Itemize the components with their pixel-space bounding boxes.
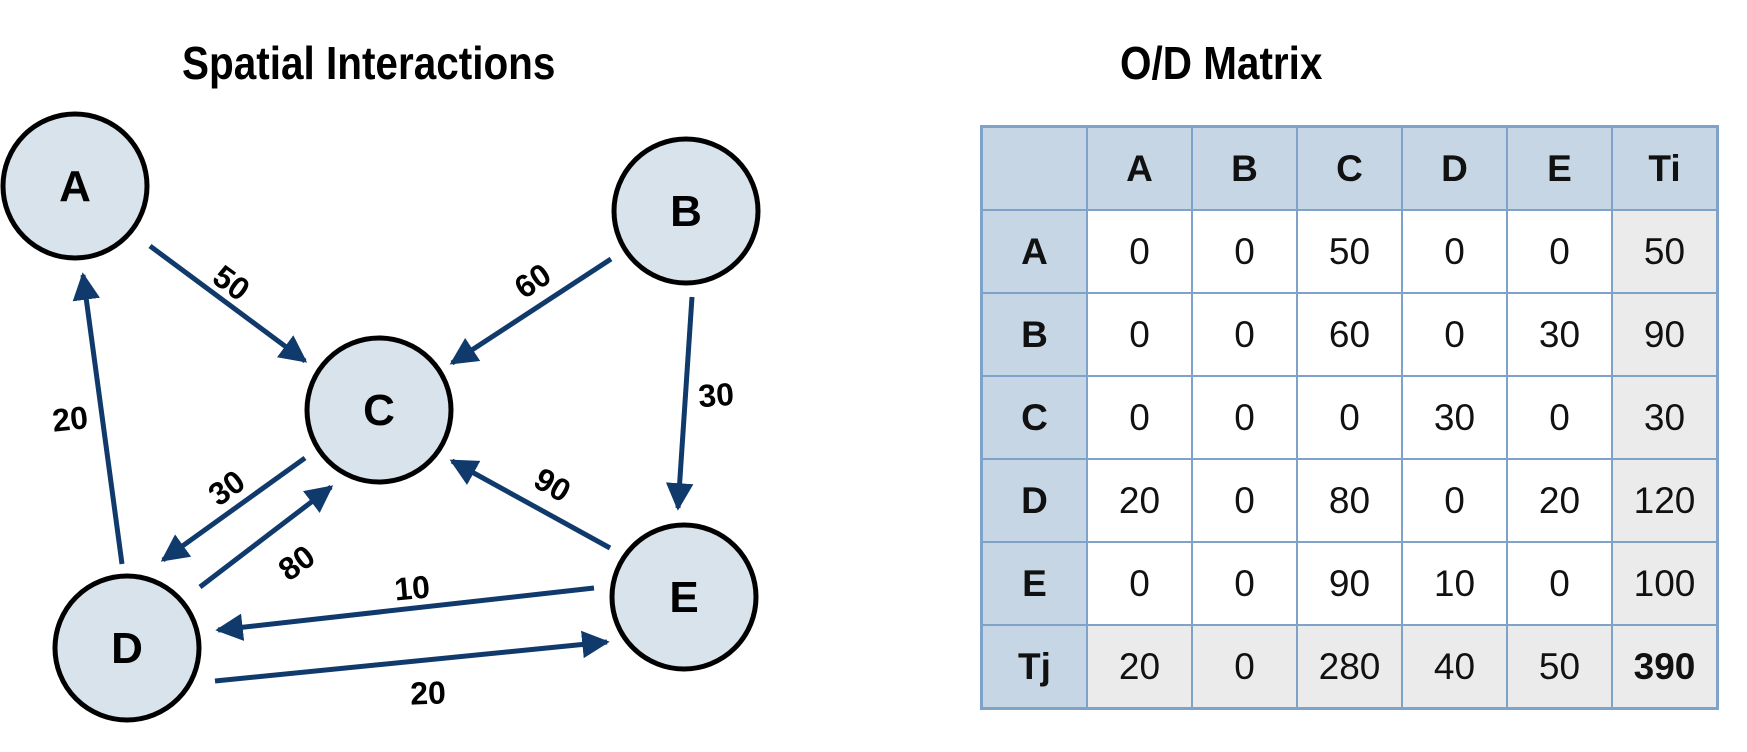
column-header: C — [1296, 125, 1403, 211]
row-header: D — [980, 458, 1088, 543]
table-row: A 0 0 50 0 0 50 — [980, 209, 1719, 294]
row-total-cell: 90 — [1611, 292, 1719, 377]
flow-arrow-b-c — [449, 256, 613, 366]
table-cell: 90 — [1296, 541, 1403, 626]
table-cell: 0 — [1506, 209, 1613, 294]
column-total-cell: 0 — [1191, 624, 1298, 710]
table-cell: 20 — [1506, 458, 1613, 543]
node-e-label: E — [669, 573, 698, 622]
table-cell: 80 — [1296, 458, 1403, 543]
table-cell: 0 — [1086, 209, 1193, 294]
table-cell: 30 — [1506, 292, 1613, 377]
node-a-label: A — [59, 162, 91, 211]
table-cell: 0 — [1086, 292, 1193, 377]
node-e: E — [609, 522, 759, 672]
row-header: A — [980, 209, 1088, 294]
flow-diagram: 50 60 30 20 30 80 90 10 20 A B C D E — [0, 111, 761, 723]
column-total-cell: 280 — [1296, 624, 1403, 710]
flow-label-d-c: 80 — [272, 538, 322, 588]
row-total-cell: 30 — [1611, 375, 1719, 460]
row-header: Tj — [980, 624, 1088, 710]
table-cell: 0 — [1296, 375, 1403, 460]
column-total-cell: 40 — [1401, 624, 1508, 710]
flow-label-d-a: 20 — [51, 399, 90, 439]
flow-arrow-e-d — [215, 585, 595, 641]
column-header: E — [1506, 125, 1613, 211]
node-b-label: B — [670, 187, 702, 236]
flow-arrow-d-e — [214, 630, 610, 684]
od-matrix-title: O/D Matrix — [1120, 37, 1323, 89]
table-cell: 0 — [1191, 458, 1298, 543]
table-cell: 0 — [1506, 541, 1613, 626]
node-c-label: C — [363, 386, 395, 435]
flow-arrow-c-d — [160, 455, 307, 563]
flow-arrow-d-a — [72, 272, 125, 565]
table-cell: 0 — [1191, 209, 1298, 294]
table-cell: 0 — [1086, 375, 1193, 460]
table-cell: 0 — [1191, 375, 1298, 460]
table-cell: 0 — [1086, 541, 1193, 626]
column-total-cell: 50 — [1506, 624, 1613, 710]
flow-arrow-b-e — [665, 296, 695, 511]
column-header: A — [1086, 125, 1193, 211]
column-header: B — [1191, 125, 1298, 211]
table-cell: 0 — [1506, 375, 1613, 460]
table-cell: 10 — [1401, 541, 1508, 626]
header-row: A B C D E Ti — [980, 125, 1719, 211]
table-cell: 20 — [1086, 458, 1193, 543]
flow-label-e-d: 10 — [393, 569, 432, 608]
column-header: Ti — [1611, 125, 1719, 211]
column-total-cell: 20 — [1086, 624, 1193, 710]
table-cell: 60 — [1296, 292, 1403, 377]
node-b: B — [611, 136, 761, 286]
node-d: D — [52, 573, 202, 723]
flow-arrow-e-c — [449, 458, 612, 551]
table-row: D 20 0 80 0 20 120 — [980, 458, 1719, 543]
table-cell: 0 — [1401, 209, 1508, 294]
table-cell: 0 — [1191, 292, 1298, 377]
table-cell: 50 — [1296, 209, 1403, 294]
table-row: C 0 0 0 30 0 30 — [980, 375, 1719, 460]
table-row: B 0 0 60 0 30 90 — [980, 292, 1719, 377]
table-cell: 0 — [1401, 292, 1508, 377]
table-row: E 0 0 90 10 0 100 — [980, 541, 1719, 626]
table-cell: 0 — [1401, 458, 1508, 543]
flow-label-a-c: 50 — [206, 258, 256, 308]
node-a: A — [0, 111, 150, 261]
flow-label-b-e: 30 — [697, 376, 735, 414]
flow-label-c-d: 30 — [202, 463, 252, 513]
row-header: E — [980, 541, 1088, 626]
total-row: Tj 20 0 280 40 50 390 — [980, 624, 1719, 710]
flow-arrow-d-c — [198, 485, 334, 589]
node-c: C — [304, 335, 454, 485]
row-header: B — [980, 292, 1088, 377]
flow-label-d-e: 20 — [410, 674, 447, 711]
flow-label-e-c: 90 — [528, 460, 577, 509]
flow-arrow-a-c — [148, 243, 308, 364]
spatial-interactions-title: Spatial Interactions — [182, 37, 556, 89]
grand-total-cell: 390 — [1611, 624, 1719, 710]
node-d-label: D — [111, 624, 143, 673]
row-total-cell: 120 — [1611, 458, 1719, 543]
table-cell: 0 — [1191, 541, 1298, 626]
row-header: C — [980, 375, 1088, 460]
corner-cell — [980, 125, 1088, 211]
column-header: D — [1401, 125, 1508, 211]
row-total-cell: 100 — [1611, 541, 1719, 626]
table-cell: 30 — [1401, 375, 1508, 460]
row-total-cell: 50 — [1611, 209, 1719, 294]
od-matrix-table: A B C D E Ti A 0 0 50 0 0 50 B 0 0 60 0 … — [980, 125, 1719, 710]
